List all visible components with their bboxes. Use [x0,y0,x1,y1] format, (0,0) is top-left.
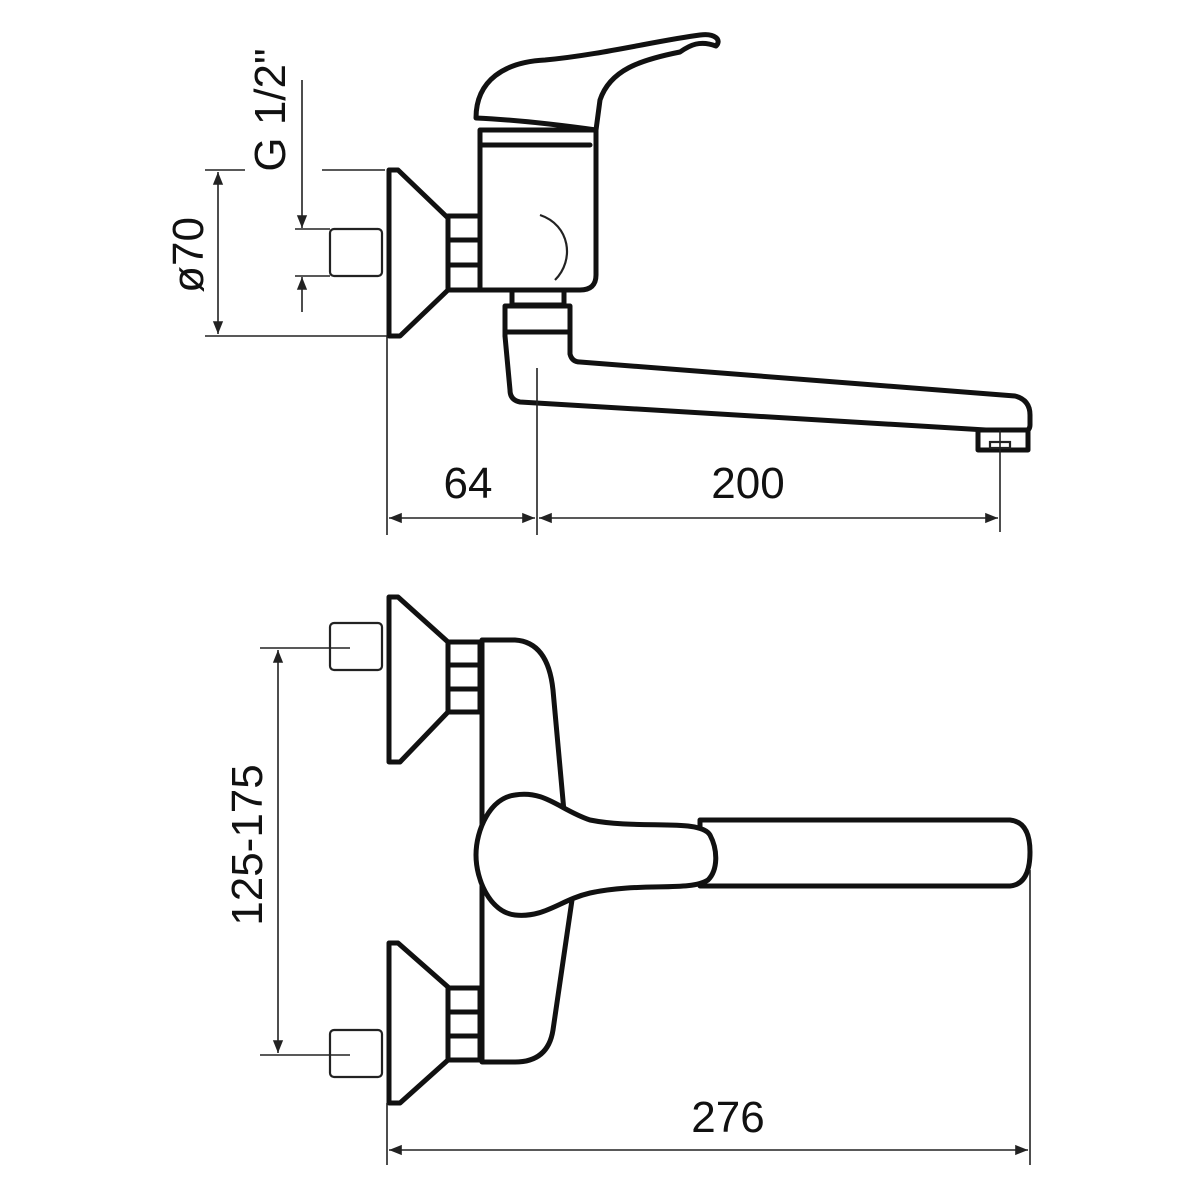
overall-width-label: 276 [691,1093,764,1142]
inlet-connector [328,227,384,278]
dim-200-label: 200 [711,459,784,508]
front-view [328,594,1033,1106]
side-view [328,32,1033,453]
lower-inlet-connector [328,1028,384,1079]
upper-escutcheon [386,594,451,765]
lever-handle [473,32,721,133]
spout-neck [509,287,567,308]
spout [502,303,1033,435]
front-view-dimensions: 125-175 276 [223,647,1031,1165]
thread-label: G 1/2" [246,48,295,171]
inlet-spacing-label: 125-175 [223,764,272,925]
lever-front [697,817,1033,889]
diameter-label: ø70 [164,217,213,293]
side-view-dimensions: ø70 G 1/2" 64 200 [164,48,1001,535]
hex-nut [445,213,483,293]
upper-hex-nut [445,639,483,715]
dim-64-label: 64 [444,459,493,508]
wall-escutcheon [386,167,451,339]
lower-escutcheon [386,940,451,1106]
lever-hub [473,791,719,918]
upper-inlet-connector [328,621,384,672]
mixer-body [477,127,599,293]
body-arc [539,213,569,281]
lower-hex-nut [445,985,483,1063]
